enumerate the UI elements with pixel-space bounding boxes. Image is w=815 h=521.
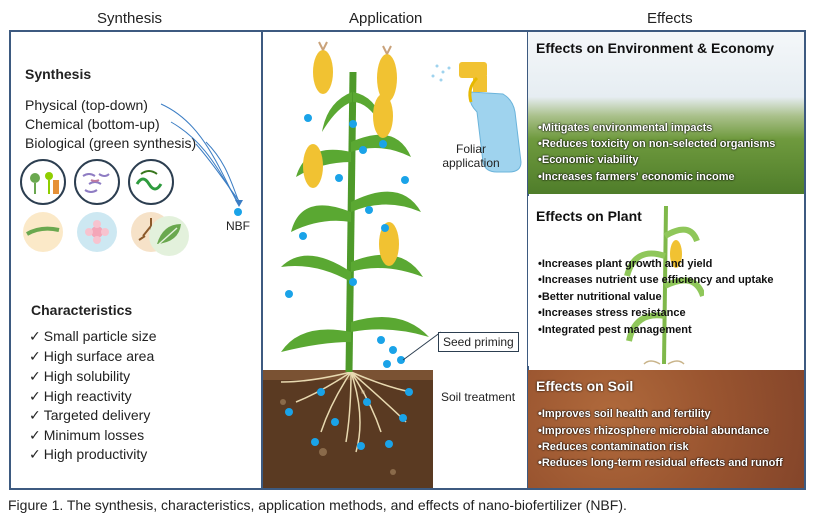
plant-item: •Better nutritional value (538, 291, 662, 303)
check-icon: ✓ (29, 328, 41, 344)
synthesis-method-physical: Physical (top-down) (25, 97, 148, 113)
check-icon: ✓ (29, 368, 41, 384)
bacteria-icon (74, 159, 120, 205)
header-application: Application (349, 10, 423, 27)
fungi-icon (128, 159, 174, 205)
characteristics-title: Characteristics (31, 302, 133, 318)
synthesis-arrows (160, 103, 243, 216)
characteristic-item: ✓Targeted delivery (29, 407, 151, 423)
synthesis-frame: Synthesis Physical (top-down) Chemical (… (9, 30, 263, 490)
spray-bottle-icon (431, 62, 522, 173)
check-icon: ✓ (29, 348, 41, 364)
nbf-dots (285, 114, 413, 450)
characteristic-item: ✓Small particle size (29, 328, 157, 344)
environment-item: •Economic viability (538, 154, 639, 166)
plant-item: •Increases stress resistance (538, 307, 686, 319)
synthesis-title: Synthesis (25, 66, 92, 82)
plant-item: •Integrated pest management (538, 324, 692, 336)
environment-item: •Mitigates environmental impacts (538, 122, 713, 134)
effects-soil-title: Effects on Soil (536, 378, 634, 394)
check-icon: ✓ (29, 407, 41, 423)
characteristic-item: ✓High solubility (29, 368, 131, 384)
check-icon: ✓ (29, 388, 41, 404)
soil-item: •Reduces long-term residual effects and … (538, 457, 783, 469)
soil-treatment-label: Soil treatment (441, 390, 516, 404)
header-synthesis: Synthesis (97, 10, 163, 27)
characteristic-item: ✓High productivity (29, 446, 148, 462)
seed-priming-connector (402, 331, 442, 361)
seed-priming-label: Seed priming (438, 332, 519, 352)
nbf-label: NBF (226, 219, 250, 233)
effects-soil-panel: Effects on Soil •Improves soil health an… (528, 370, 804, 488)
plant-background-illustration (624, 205, 704, 365)
plant-item: •Increases plant growth and yield (538, 258, 713, 270)
synthesis-method-chemical: Chemical (bottom-up) (25, 116, 160, 132)
characteristic-item: ✓High reactivity (29, 388, 132, 404)
check-icon: ✓ (29, 427, 41, 443)
application-frame: Foliar application Seed priming Soil tre… (261, 30, 529, 490)
figure-caption: Figure 1. The synthesis, characteristics… (8, 497, 627, 513)
soil-item: •Improves rhizosphere microbial abundanc… (538, 425, 770, 437)
effects-plant-title: Effects on Plant (536, 208, 642, 224)
effects-environment-panel: Effects on Environment & Economy •Mitiga… (528, 32, 804, 194)
effects-environment-title: Effects on Environment & Economy (536, 40, 775, 56)
soil-item: •Improves soil health and fertility (538, 408, 711, 420)
characteristic-item: ✓Minimum losses (29, 427, 145, 443)
microbe-culture-icon (20, 159, 66, 205)
synthesis-method-biological: Biological (green synthesis) (25, 135, 197, 151)
leaf-icon (149, 216, 189, 256)
corn-cobs (303, 41, 399, 266)
environment-item: •Reduces toxicity on non-selected organi… (538, 138, 776, 150)
check-icon: ✓ (29, 446, 41, 462)
header-effects: Effects (647, 10, 693, 27)
effects-plant-panel: Effects on Plant •Increases plant growth… (528, 196, 804, 366)
flower-icon (77, 212, 117, 252)
plant-stem-icon (23, 212, 63, 252)
foliar-application-label: Foliar application (442, 142, 500, 170)
environment-item: •Increases farmers' economic income (538, 171, 735, 183)
soil-item: •Reduces contamination risk (538, 441, 689, 453)
plant-item: •Increases nutrient use efficiency and u… (538, 274, 774, 286)
characteristic-item: ✓High surface area (29, 348, 155, 364)
corn-plant-illustration (263, 41, 522, 488)
